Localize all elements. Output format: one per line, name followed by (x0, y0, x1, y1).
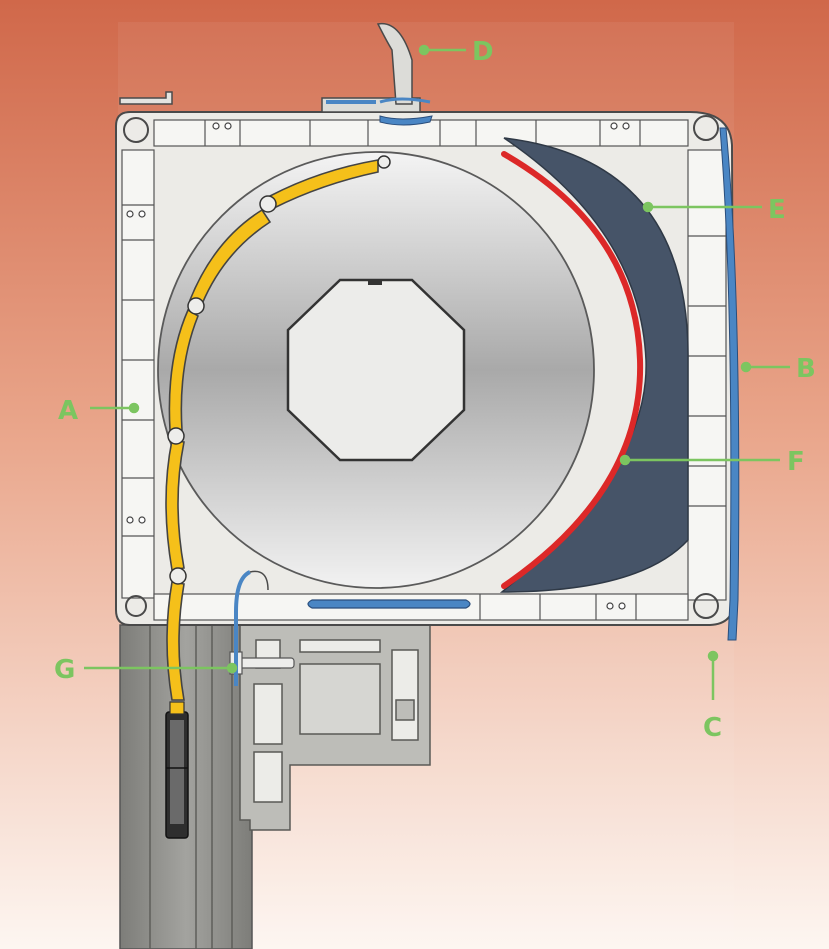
guide-seal (234, 570, 251, 686)
bottom-seal (307, 599, 471, 609)
label-g: G (54, 655, 75, 685)
label-f: F (787, 447, 805, 477)
insulation-block (499, 137, 689, 593)
shutter-curtain (165, 159, 379, 701)
window-frame-post (119, 624, 253, 949)
window-profile (239, 619, 431, 831)
label-e: E (768, 195, 786, 225)
roller-drum (157, 151, 595, 589)
slat-joints (167, 155, 391, 585)
label-c: C (703, 713, 722, 743)
top-seal-profile (321, 22, 433, 126)
octagonal-shaft (286, 278, 466, 462)
top-left-bracket (119, 91, 173, 105)
red-seal (501, 151, 644, 589)
label-d: D (472, 37, 494, 67)
callouts (84, 44, 790, 700)
label-a: A (58, 396, 78, 426)
curtain-end-bar (165, 701, 189, 839)
outer-cover-strip (719, 127, 740, 641)
label-b: B (796, 354, 816, 384)
